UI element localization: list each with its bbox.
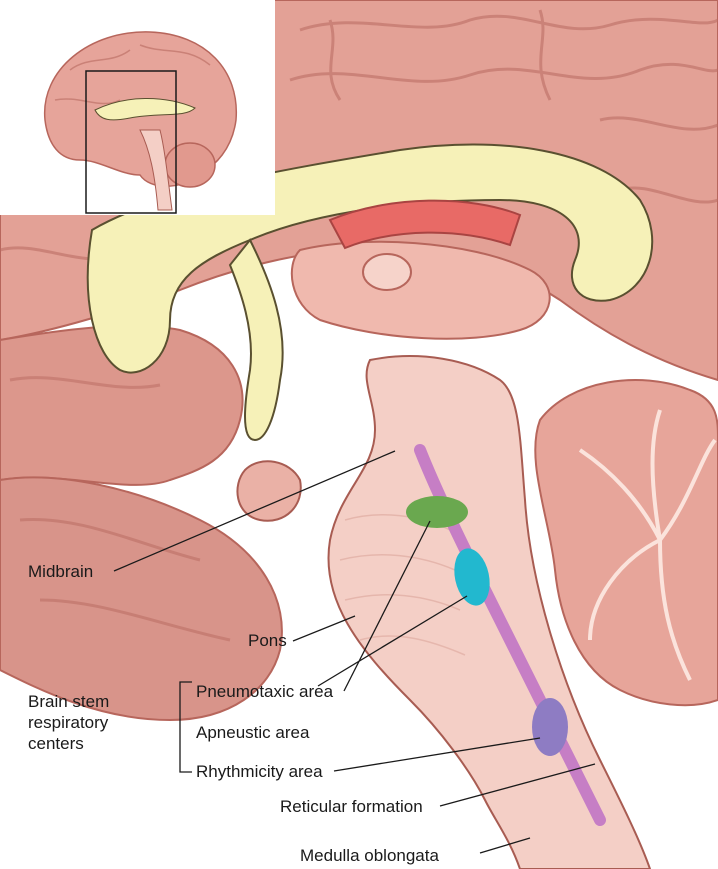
apneustic-area-label: Apneustic area — [196, 722, 309, 743]
medulla-oblongata-label: Medulla oblongata — [300, 845, 439, 866]
reticular-formation-label: Reticular formation — [280, 796, 423, 817]
rhythmicity-area-label: Rhythmicity area — [196, 761, 323, 782]
pituitary — [237, 461, 300, 520]
rhythmicity-area — [532, 698, 568, 756]
pons-label: Pons — [248, 630, 287, 651]
group-label-line1: Brain stem — [28, 691, 109, 712]
inset-cerebellum — [165, 143, 215, 187]
pneumotaxic-area — [406, 496, 468, 528]
pneumotaxic-area-label: Pneumotaxic area — [196, 681, 333, 702]
midbrain-label: Midbrain — [28, 561, 93, 582]
group-label-line2: respiratory — [28, 712, 108, 733]
interthalamic-adhesion — [363, 254, 411, 290]
group-label-line3: centers — [28, 733, 84, 754]
